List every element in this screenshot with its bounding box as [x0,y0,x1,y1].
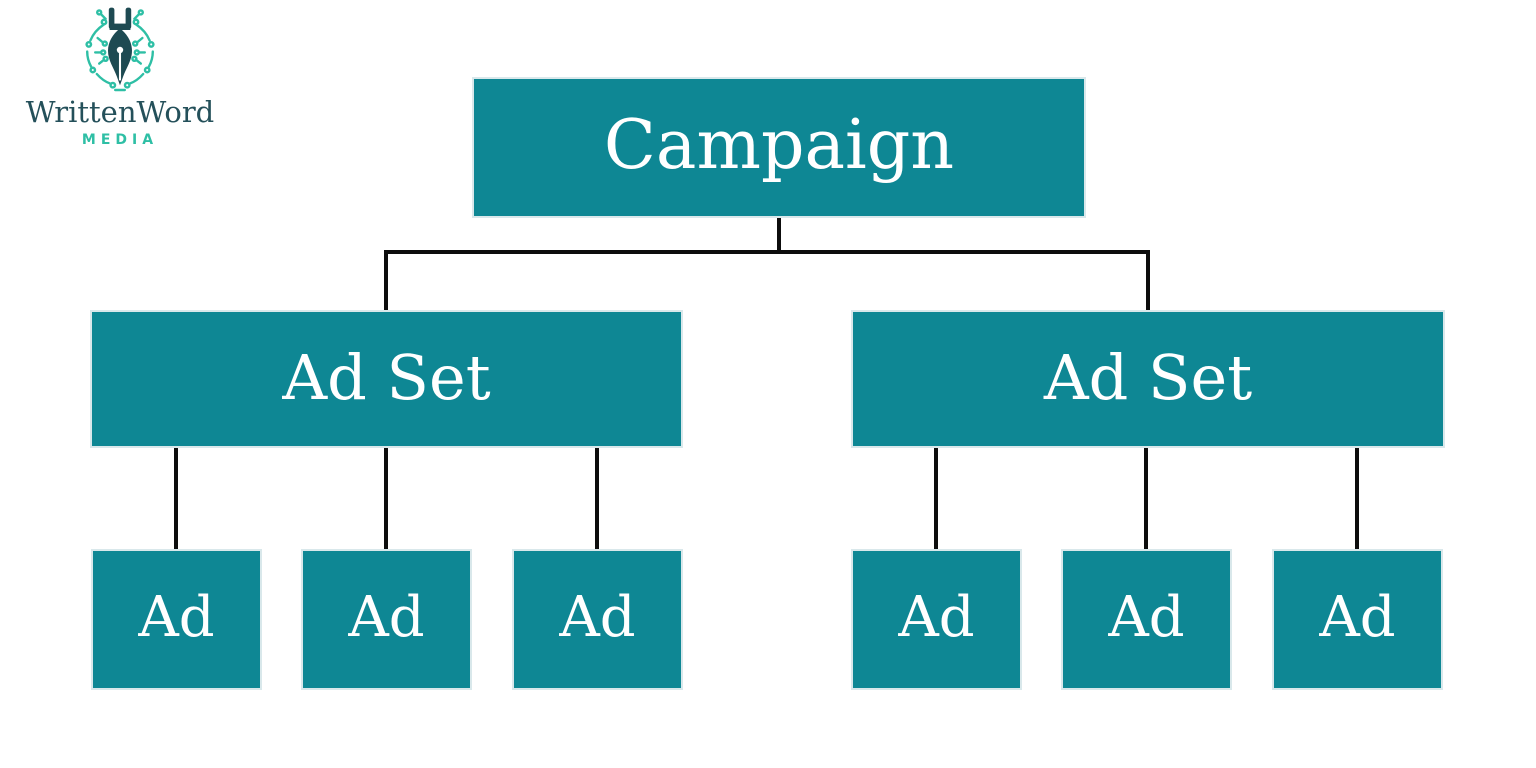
node-ad-1-1-label: Ad [138,585,215,650]
node-ad-2-2: Ad [1061,549,1232,690]
node-ad-2-1: Ad [851,549,1022,690]
brand-logo: WrittenWord MEDIA [18,6,222,148]
connector-ad-2-2-drop [1144,448,1148,549]
node-ad-2-1-label: Ad [898,585,975,650]
node-ad-1-2: Ad [301,549,472,690]
connector-adset-1-drop [384,250,388,310]
connector-adset-2-drop [1146,250,1150,310]
node-ad-1-1: Ad [91,549,262,690]
connector-horizontal-bar [384,250,1150,254]
node-ad-2-2-label: Ad [1108,585,1185,650]
node-ad-set-1-label: Ad Set [282,340,491,414]
connector-ad-2-1-drop [934,448,938,549]
node-ad-set-2: Ad Set [851,310,1445,448]
node-ad-set-1: Ad Set [90,310,683,448]
brand-name: WrittenWord [25,95,215,129]
pen-nib-circuit-icon [85,7,155,92]
connector-ad-1-3-drop [595,448,599,549]
connector-ad-2-3-drop [1355,448,1359,549]
node-campaign-label: Campaign [603,106,955,185]
node-ad-1-3-label: Ad [559,585,636,650]
connector-ad-1-2-drop [384,448,388,549]
node-ad-2-3: Ad [1272,549,1443,690]
brand-subtitle: MEDIA [81,132,159,149]
node-ad-1-3: Ad [512,549,683,690]
node-ad-1-2-label: Ad [348,585,425,650]
connector-ad-1-1-drop [174,448,178,549]
node-ad-2-3-label: Ad [1319,585,1396,650]
node-campaign: Campaign [472,77,1086,218]
node-ad-set-2-label: Ad Set [1043,340,1253,414]
connector-campaign-stem [777,218,781,253]
